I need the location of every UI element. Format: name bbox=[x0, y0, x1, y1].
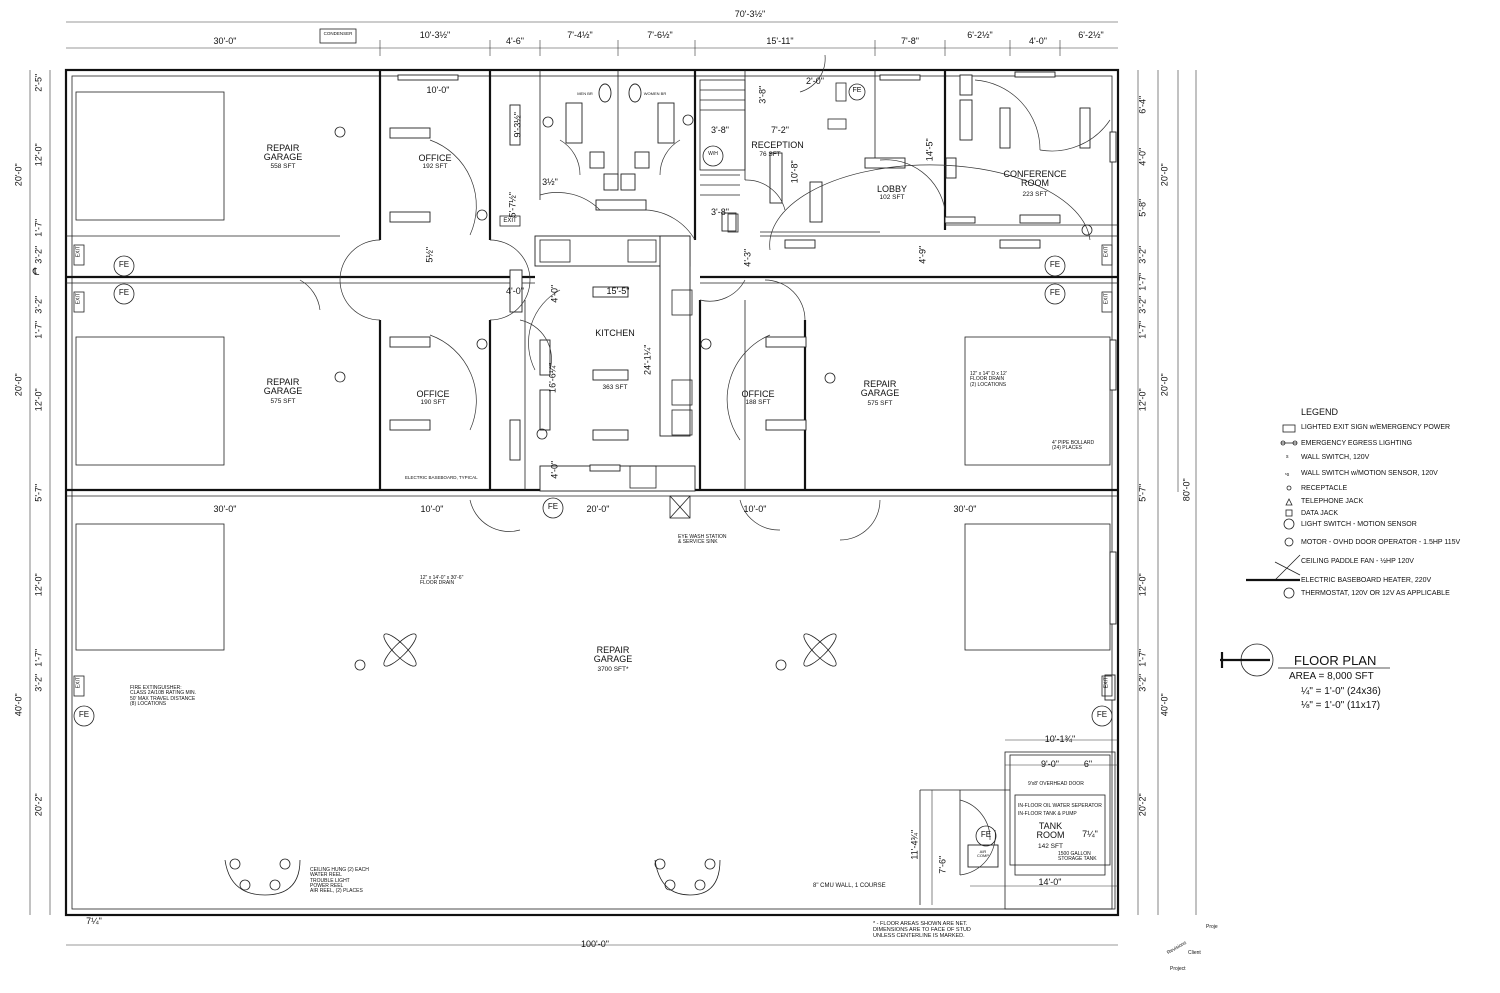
ceiling-fan-icon bbox=[383, 633, 837, 667]
eye-wash-station-icon bbox=[669, 495, 691, 519]
door-swings bbox=[299, 54, 1111, 876]
interior-walls bbox=[66, 70, 1118, 910]
svg-text:ˢs: ˢs bbox=[1285, 472, 1290, 478]
svg-text:s: s bbox=[1286, 454, 1289, 460]
dimension-lines bbox=[29, 21, 1197, 946]
legend-icons: s ˢs bbox=[1246, 424, 1301, 599]
restroom-fixtures bbox=[509, 79, 746, 211]
north-arrow-icon bbox=[1220, 643, 1390, 677]
motor-icon bbox=[334, 126, 836, 384]
motion-sensor-icon bbox=[354, 145, 787, 671]
furniture bbox=[389, 71, 1117, 876]
hose-reel-icon bbox=[224, 858, 721, 896]
kitchen-counters bbox=[509, 235, 696, 492]
exterior-walls bbox=[64, 68, 1120, 917]
exit-sign-icon bbox=[73, 82, 1113, 697]
thermostat-icon bbox=[476, 114, 1093, 440]
fire-extinguisher-icon bbox=[73, 83, 1113, 847]
condenser-unit bbox=[319, 28, 357, 44]
